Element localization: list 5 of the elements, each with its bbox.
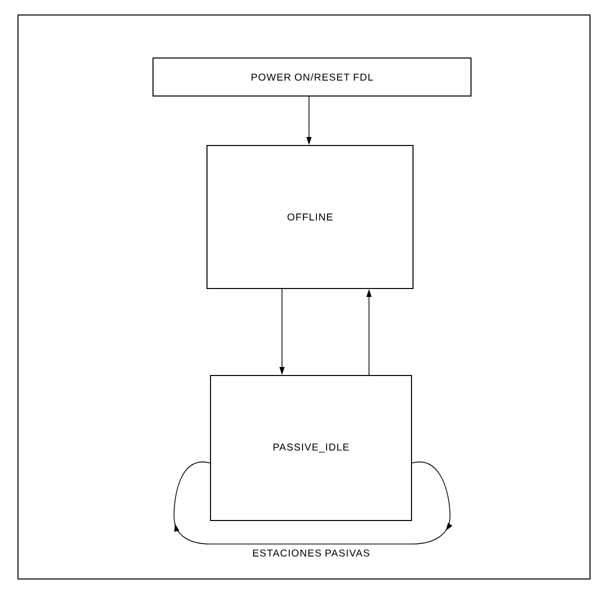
state-box: OFFLINE [206, 145, 414, 289]
state-box: POWER ON/RESET FDL [152, 58, 472, 96]
loop-arrow [174, 462, 452, 544]
state-box: PASSIVE_IDLE [210, 375, 412, 521]
caption: ESTACIONES PASIVAS [253, 549, 370, 557]
